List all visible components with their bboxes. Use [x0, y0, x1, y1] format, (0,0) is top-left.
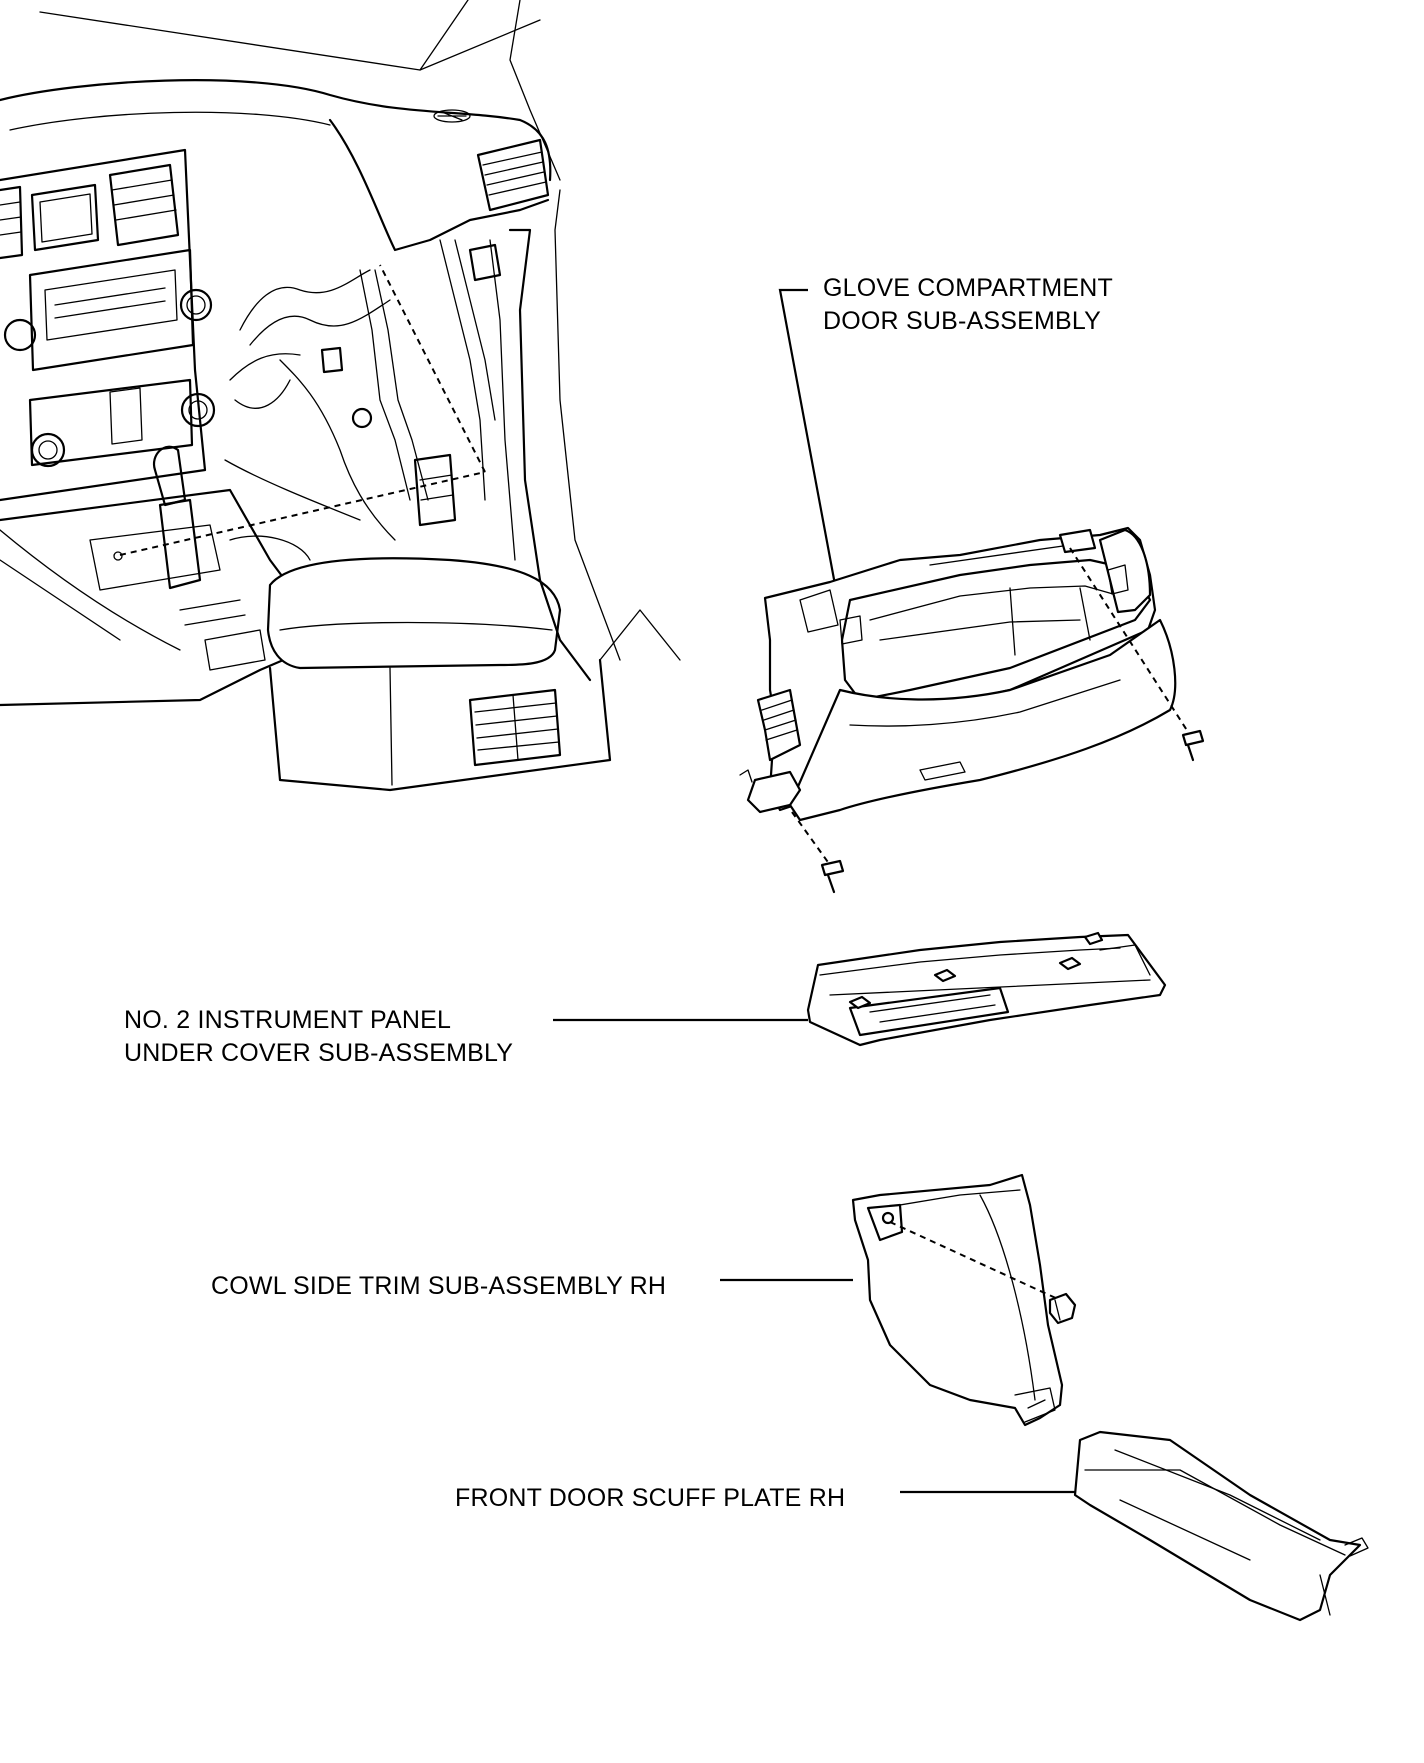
under-cover-label: NO. 2 INSTRUMENT PANEL UNDER COVER SUB-A… [124, 1004, 513, 1070]
scuff-plate-label: FRONT DOOR SCUFF PLATE RH [455, 1482, 845, 1515]
under-cover-label-line1: NO. 2 INSTRUMENT PANEL [124, 1006, 452, 1034]
scuff-plate-illustration [900, 1430, 1369, 1622]
under-cover-label-line2: UNDER COVER SUB-ASSEMBLY [124, 1039, 514, 1067]
vehicle-interior-illustration [0, 0, 681, 792]
cowl-side-trim-label-text: COWL SIDE TRIM SUB-ASSEMBLY RH [211, 1272, 667, 1300]
glove-compartment-illustration [739, 288, 1205, 894]
cowl-side-trim-label: COWL SIDE TRIM SUB-ASSEMBLY RH [211, 1270, 666, 1303]
glove-compartment-door-label: GLOVE COMPARTMENT DOOR SUB-ASSEMBLY [823, 272, 1113, 338]
under-cover-illustration [553, 931, 1167, 1047]
scuff-plate-label-text: FRONT DOOR SCUFF PLATE RH [455, 1484, 846, 1512]
cowl-side-trim-illustration [720, 1173, 1077, 1427]
glove-compartment-label-line2: DOOR SUB-ASSEMBLY [823, 307, 1101, 335]
glove-compartment-label-line1: GLOVE COMPARTMENT [823, 274, 1114, 302]
